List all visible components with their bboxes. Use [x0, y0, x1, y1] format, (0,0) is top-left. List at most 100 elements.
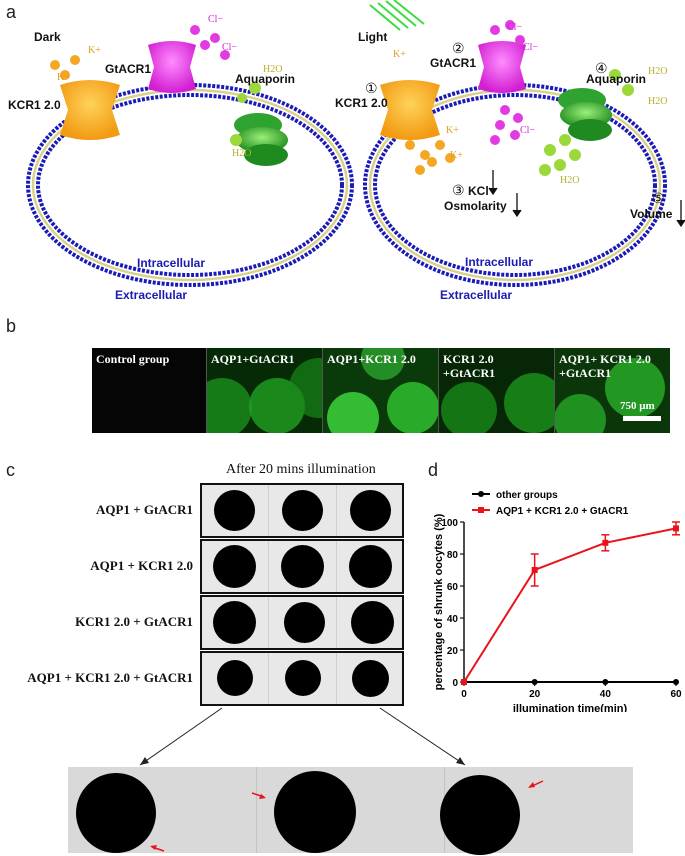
- chart-ticks: 0 20 40 60 80 100 0 20 40 60: [441, 518, 682, 700]
- x-axis-label: illumination time(min): [513, 703, 628, 712]
- oocyte-row-3: [200, 595, 404, 650]
- k-label-2: K+: [57, 72, 70, 83]
- osmolarity-label: Osmolarity: [444, 199, 507, 213]
- tile-label: AQP1+KCR1 2.0: [327, 352, 416, 366]
- kcr1-label-dark: KCR1 2.0: [8, 98, 61, 112]
- oocytes: [555, 358, 665, 433]
- data-point: [461, 679, 467, 685]
- data-point: [602, 679, 609, 685]
- gtacr1-channel-dark: [148, 41, 196, 93]
- legend-label-1: AQP1 + KCR1 2.0 + GtACR1: [496, 506, 629, 517]
- h2o-label-2: H2O: [232, 148, 252, 159]
- k-label-3: K+: [393, 49, 406, 60]
- data-point: [531, 567, 538, 573]
- row-label-2: AQP1 + KCR1 2.0: [90, 558, 193, 573]
- oocyte-row-4: [200, 651, 404, 706]
- legend-label-0: other groups: [496, 490, 558, 501]
- data-point: [602, 539, 609, 546]
- kcr1-channel-dark: [60, 80, 120, 140]
- light-label: Light: [358, 30, 388, 44]
- oocyte-row-1: [200, 483, 404, 538]
- cl-label-5: Cl−: [520, 125, 536, 136]
- kcl-label: KCl: [468, 184, 489, 198]
- data-point: [673, 679, 679, 685]
- step-2: ②: [452, 40, 465, 56]
- oocyte-row-2: [200, 539, 404, 594]
- cl-label-1: Cl−: [208, 14, 224, 25]
- light-rays-icon: [369, 0, 425, 31]
- h2o-label-1: H2O: [263, 64, 283, 75]
- h2o-label-3: H2O: [648, 66, 668, 77]
- cl-label-2: Cl−: [222, 42, 238, 53]
- fluorescence-tile-5: AQP1+ KCR1 2.0+GtACR1 750 μm: [555, 348, 670, 433]
- scale-bar-label: 750 μm: [620, 400, 655, 412]
- panel-b-letter: b: [6, 316, 17, 336]
- panel-d-letter: d: [428, 460, 439, 480]
- series-line-1: [463, 527, 677, 683]
- panel-c-title: After 20 mins illumination: [226, 462, 376, 477]
- row-label-3: KCR1 2.0 + GtACR1: [75, 614, 193, 629]
- oocytes: [207, 358, 322, 433]
- gtacr1-channel-light: [478, 41, 526, 93]
- aquaporin-label-light: Aquaporin: [586, 72, 646, 86]
- gtacr1-label-light: GtACR1: [430, 56, 477, 70]
- volume-label: Volume: [630, 207, 673, 221]
- h2o-label-5: H2O: [560, 175, 580, 186]
- tile-label: KCR1 2.0+GtACR1: [443, 352, 496, 380]
- y-tick-label: 0: [452, 678, 458, 689]
- data-point: [531, 679, 538, 685]
- step-3: ③: [452, 182, 465, 198]
- red-arrows: [150, 780, 544, 852]
- x-tick-label: 40: [600, 689, 612, 700]
- zoomed-oocytes: [68, 767, 633, 855]
- chart-series: [461, 521, 680, 685]
- x-tick-label: 60: [670, 689, 682, 700]
- legend-marker: [478, 507, 484, 513]
- chart-axes: [463, 522, 676, 683]
- gtacr1-label-dark: GtACR1: [105, 62, 152, 76]
- panel-c-letter: c: [6, 460, 15, 480]
- y-tick-label: 20: [447, 646, 459, 657]
- fluorescence-tile-4: KCR1 2.0+GtACR1: [439, 348, 555, 433]
- extracellular-label-dark: Extracellular: [115, 288, 188, 302]
- tile-label: AQP1+ KCR1 2.0+GtACR1: [559, 352, 651, 380]
- k-label-1: K+: [88, 45, 101, 56]
- panel-a-letter: a: [6, 2, 17, 22]
- fluorescence-tile-3: AQP1+KCR1 2.0: [323, 348, 439, 433]
- y-tick-label: 80: [447, 550, 459, 561]
- step-1: ①: [365, 80, 378, 96]
- x-tick-label: 20: [529, 689, 541, 700]
- k-label-5: K+: [450, 150, 463, 161]
- scale-bar: [623, 416, 661, 421]
- legend-marker: [478, 491, 484, 497]
- intracellular-label-light: Intracellular: [465, 255, 534, 269]
- h2o-label-4: H2O: [648, 96, 668, 107]
- y-tick-label: 40: [447, 614, 459, 625]
- step-5: ⑤: [652, 190, 665, 206]
- aquaporin-dark: [234, 113, 288, 166]
- k-label-4: K+: [446, 125, 459, 136]
- y-tick-label: 60: [447, 582, 459, 593]
- fluorescence-tile-1: Control group: [92, 348, 207, 433]
- oocytes: [327, 348, 438, 433]
- cl-label-4: Cl−: [523, 42, 539, 53]
- aquaporin-label-dark: Aquaporin: [235, 72, 295, 86]
- ion-dots: [50, 20, 634, 176]
- cl-label-3: Cl−: [507, 22, 523, 33]
- dark-label: Dark: [34, 30, 61, 44]
- panel-a-diagram: [26, 0, 685, 287]
- aquaporin-light: [558, 88, 612, 141]
- x-tick-label: 0: [461, 689, 467, 700]
- kcr1-channel-light: [380, 80, 440, 140]
- extracellular-label-light: Extracellular: [440, 288, 513, 302]
- arrows: [488, 170, 685, 228]
- kcr1-label-light: KCR1 2.0: [335, 96, 388, 110]
- y-tick-label: 100: [441, 518, 458, 529]
- data-point: [673, 525, 679, 532]
- oocytes: [441, 373, 554, 433]
- step-4: ④: [595, 60, 608, 76]
- fluorescence-tile-2: AQP1+GtACR1: [207, 348, 323, 433]
